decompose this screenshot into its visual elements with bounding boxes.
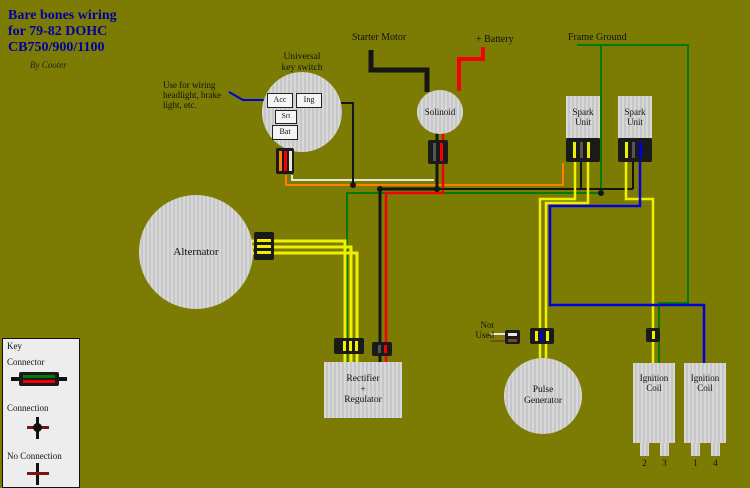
- wire-solenoid-red: [384, 133, 445, 362]
- connector-solenoid: [428, 140, 448, 164]
- not-used-line-2: Used: [475, 330, 495, 341]
- no-connection-symbol: [27, 463, 49, 485]
- spark-unit-2-label-line-1: Spark: [624, 106, 646, 117]
- solenoid-label: Solinoid: [424, 106, 456, 117]
- junction-dot: [434, 186, 440, 192]
- wire-frame-ground-green: [577, 44, 689, 363]
- pulse-generator-label-line-1: Pulse: [532, 385, 554, 396]
- title-byline: By Cooter: [30, 60, 67, 70]
- coil-1-terminal-3: 3: [662, 458, 667, 468]
- page-title: Bare bones wiring for 79-82 DOHC CB750/9…: [8, 8, 117, 56]
- ignition-coil-1-label-line-2: Coil: [646, 383, 662, 394]
- title-line-1: Bare bones wiring: [8, 8, 117, 23]
- wire-white-bus: [291, 175, 434, 181]
- ignition-coil-1-label-line-1: Ignition: [639, 373, 669, 383]
- alternator: Alternator: [139, 195, 253, 309]
- junction-dot: [350, 182, 356, 188]
- note-line-3: light, etc.: [163, 100, 197, 110]
- spark-unit-1-label-line-2: Unit: [574, 117, 591, 127]
- key-switch-terminal-ing: Ing: [296, 93, 322, 108]
- coil-2-terminal-post: [711, 443, 720, 456]
- not-used-line-1: Not: [480, 320, 495, 330]
- connector-rectifier-power: [372, 342, 392, 356]
- coil-1-terminal-2: 2: [642, 458, 647, 468]
- alternator-label: Alternator: [173, 245, 219, 258]
- connector-symbol: [11, 372, 67, 386]
- connection-symbol: [27, 417, 49, 439]
- junction-dot: [598, 190, 604, 196]
- pulse-generator-label-line-2: Generator: [524, 396, 562, 406]
- key-switch-label-line-2: key switch: [281, 62, 323, 73]
- wire-spark1-yellow-b: [544, 162, 590, 358]
- connector-not-used: [505, 330, 520, 344]
- rectifier-label-line-1: Rectifier: [346, 373, 380, 384]
- wire-alternator-yellow-2: [251, 245, 353, 362]
- battery-label: + Battery: [476, 34, 514, 45]
- rectifier-label-line-2: +: [360, 384, 366, 395]
- key-switch-terminal-bat: Bat: [272, 125, 298, 140]
- note-line-1: Use for wiring: [163, 80, 216, 90]
- pulse-generator: Pulse Generator: [504, 358, 582, 434]
- ignition-coil-2-label-line-2: Coil: [697, 383, 713, 394]
- key-switch-terminal-acc: Acc: [267, 93, 293, 108]
- coil-1-terminal-post: [660, 443, 669, 456]
- connector-spark-unit-1: [566, 138, 600, 162]
- frame-ground-label: Frame Ground: [568, 32, 627, 43]
- wire-acc-blue: [228, 91, 267, 101]
- legend-connector-label: Connector: [7, 357, 45, 367]
- connector-key-switch: [276, 148, 294, 174]
- wire-starter-motor-black: [368, 50, 430, 92]
- coil-2-terminal-post: [691, 443, 700, 456]
- wire-orange-bus: [285, 163, 564, 186]
- key-switch-body: [262, 72, 342, 152]
- wire-spark1-yellow-a: [538, 162, 577, 358]
- wire-alternator-yellow-1: [251, 239, 347, 362]
- coil-1-terminal-post: [640, 443, 649, 456]
- title-line-2: for 79-82 DOHC: [8, 24, 108, 39]
- wire-spark2-blue-coil: [548, 162, 706, 363]
- junction-dot: [377, 186, 383, 192]
- coil-2-terminal-1: 1: [693, 458, 698, 468]
- connector-alternator: [254, 232, 274, 260]
- wire-battery-red: [457, 47, 485, 91]
- connector-spark-unit-2: [618, 138, 652, 162]
- not-used-label: Not Used: [462, 320, 495, 341]
- wire-solenoid-black: [378, 133, 439, 362]
- key-switch-label-line-1: Universal: [283, 52, 321, 62]
- spark-unit-2: Spark Unit: [618, 96, 652, 138]
- note-line-2: headlight, brake: [163, 90, 221, 100]
- legend-title: Key: [7, 341, 22, 351]
- wiring-note: Use for wiring headlight, brake light, e…: [163, 80, 221, 110]
- wire-keyswitch-ing-black: [341, 102, 354, 185]
- legend-box: Key Connector Connection No Connection: [2, 338, 80, 488]
- solenoid: Solinoid: [417, 90, 463, 134]
- key-switch-terminal-srt: Srt: [275, 110, 297, 124]
- connector-coil-1: [646, 328, 660, 342]
- connector-pulse-generator: [530, 328, 554, 344]
- ignition-coil-1: Ignition Coil: [633, 363, 675, 443]
- coil-2-terminal-4: 4: [713, 458, 718, 468]
- legend-connection-label: Connection: [7, 403, 49, 413]
- rectifier-label-line-3: Regulator: [344, 395, 382, 406]
- legend-no-connection-label: No Connection: [7, 451, 62, 461]
- key-switch-label: Universal key switch: [262, 52, 342, 73]
- ignition-coil-2: Ignition Coil: [684, 363, 726, 443]
- spark-unit-1: Spark Unit: [566, 96, 600, 138]
- wire-green-bus: [346, 192, 601, 362]
- starter-motor-label: Starter Motor: [352, 32, 407, 43]
- spark-unit-2-label-line-2: Unit: [626, 117, 643, 127]
- rectifier-regulator: Rectifier + Regulator: [324, 362, 402, 418]
- connector-rectifier-yellow: [334, 338, 364, 354]
- ignition-coil-2-label-line-1: Ignition: [690, 373, 720, 383]
- title-line-3: CB750/900/1100: [8, 40, 105, 55]
- spark-unit-1-label-line-1: Spark: [572, 106, 594, 117]
- wire-alternator-yellow-3: [251, 251, 359, 362]
